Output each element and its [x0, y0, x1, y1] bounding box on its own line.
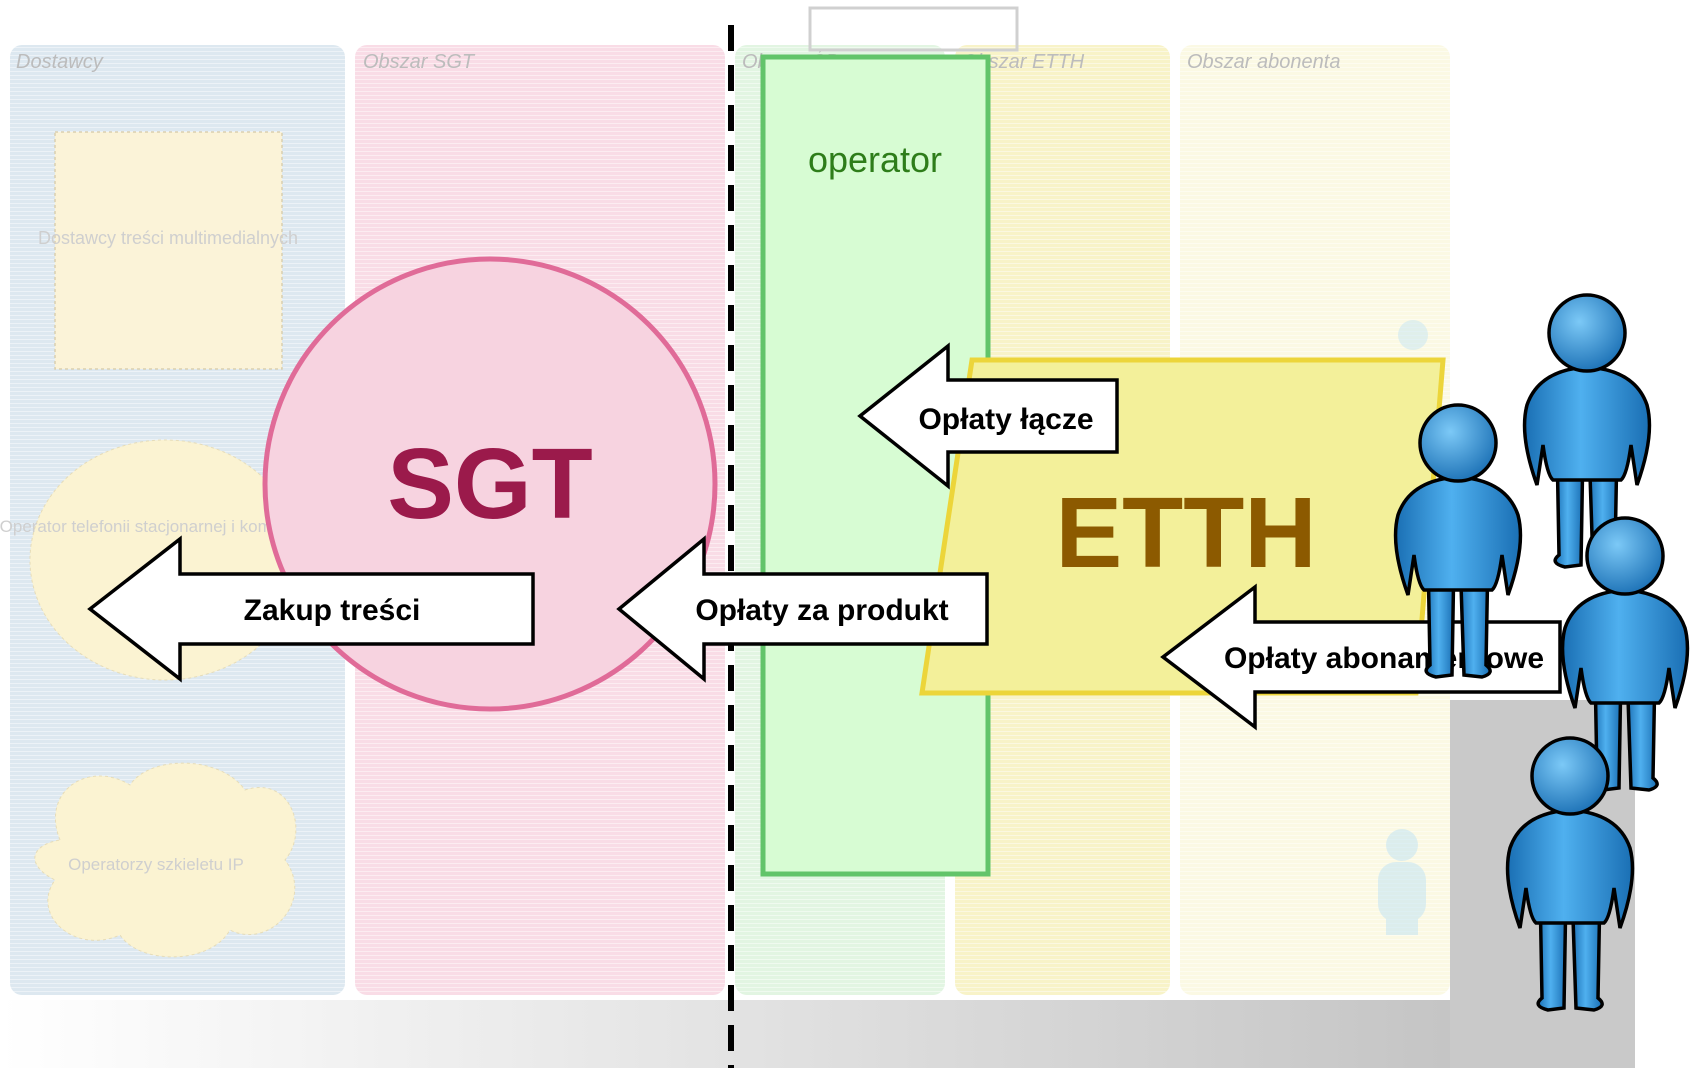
person-icon	[1505, 736, 1635, 1012]
product-fees-label: Opłaty za produkt	[695, 594, 948, 627]
link-fees-arrow	[857, 342, 1119, 490]
ip-backbone-text: Operatorzy szkieletu IP	[68, 855, 244, 874]
content-purchase-label: Zakup treści	[244, 594, 421, 627]
etth-label: ETTH	[1055, 477, 1316, 589]
faded-subscriber-icon-bottom	[1378, 829, 1426, 935]
zone-label-sgt: Obszar SGT	[363, 51, 476, 73]
ip-backbone-cloud	[34, 762, 297, 958]
zone-label-suppliers: Dostawcy	[16, 51, 104, 73]
top-outline-box	[808, 6, 1019, 52]
subscriber-group	[1393, 293, 1690, 1012]
right-white-notch	[1635, 970, 1693, 1068]
zone-label-subscriber: Obszar abonenta	[1187, 51, 1340, 73]
sgt-label: SGT	[387, 428, 593, 540]
faded-subscriber-icon-top	[1398, 320, 1428, 350]
product-fees-arrow	[616, 535, 989, 683]
subscription-fees-label: Opłaty abonamentowe	[1224, 642, 1544, 675]
media-supplier-text: Dostawcy treści multimedialnych	[38, 228, 298, 248]
media-supplier-box	[54, 131, 283, 370]
zone-label-etth: Obszar ETTH	[962, 51, 1085, 73]
bottom-grey-band	[0, 1000, 1635, 1068]
content-purchase-arrow	[87, 535, 535, 683]
person-icon	[1560, 516, 1690, 792]
link-fees-label: Opłaty łącze	[918, 403, 1093, 436]
operator-label: operator	[808, 139, 942, 180]
person-icon	[1393, 403, 1523, 679]
telephony-supplier-text: Operator telefonii stacjonarnej i komórk…	[0, 517, 330, 536]
